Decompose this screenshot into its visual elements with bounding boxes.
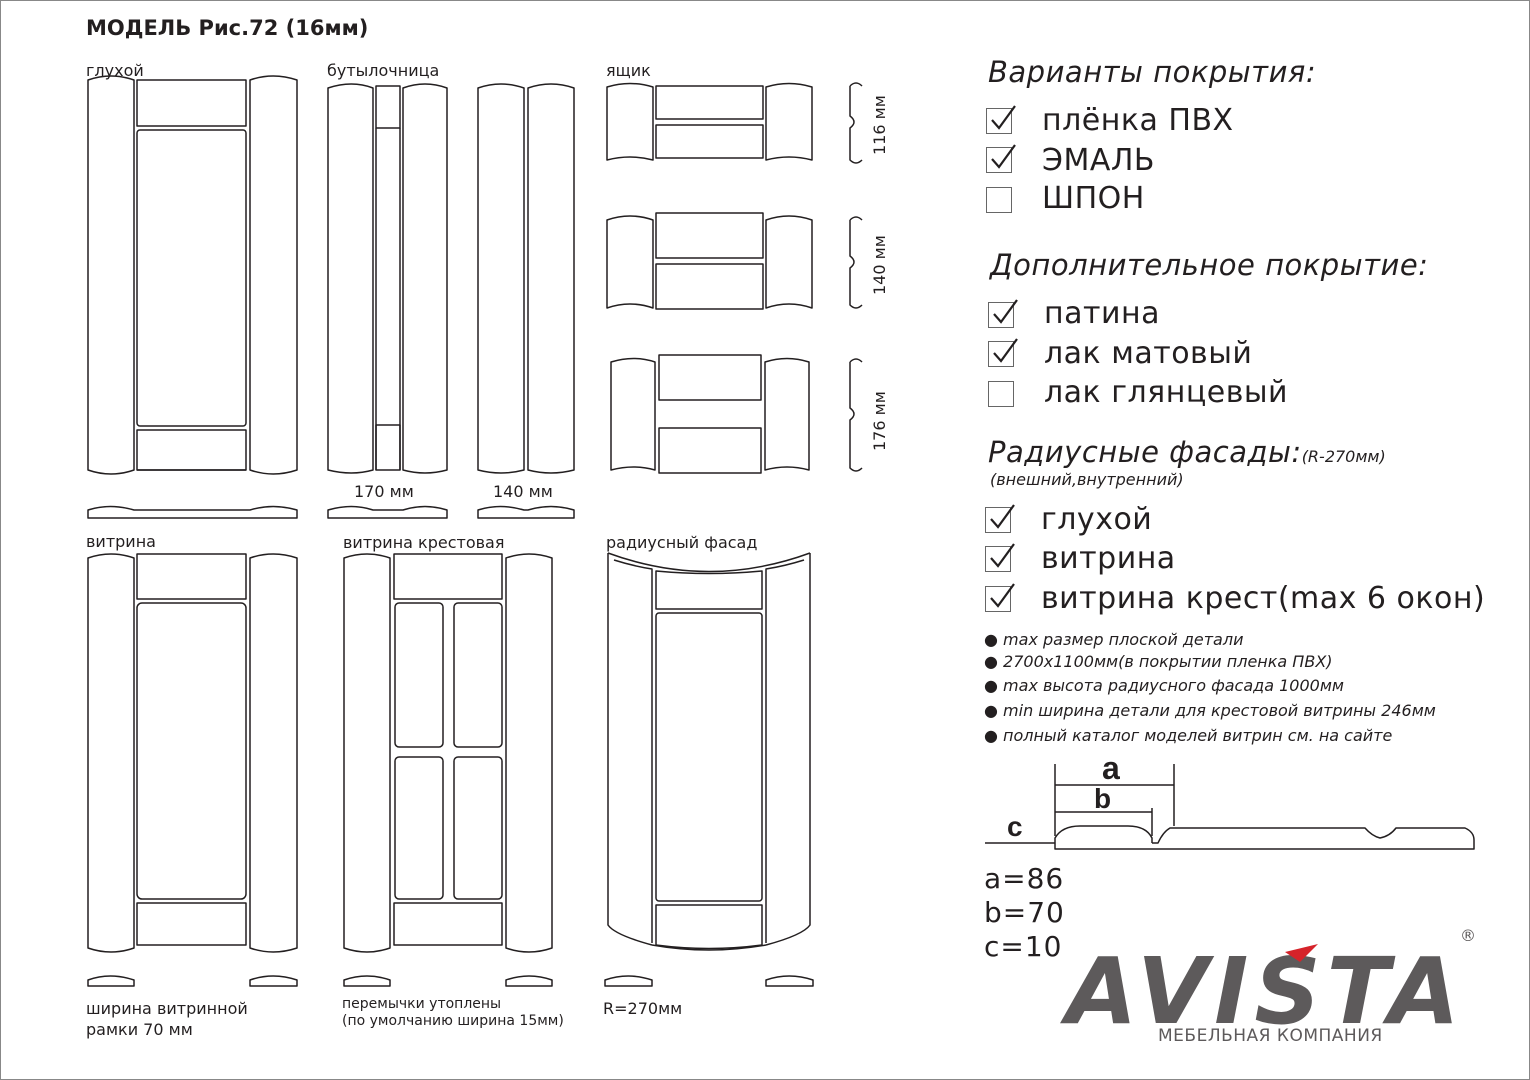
drawing-gluhoy bbox=[87, 75, 298, 519]
registered-mark: ® bbox=[1460, 926, 1476, 945]
note-radius: R=270мм bbox=[603, 999, 683, 1018]
drawing-vitrina-krest bbox=[343, 553, 553, 987]
dim-170: 170 мм bbox=[354, 482, 414, 501]
radius-heading-note: (R-270мм) bbox=[1301, 447, 1386, 466]
option-radius-krest: витрина крест(max 6 окон) bbox=[1041, 581, 1486, 616]
check-icon bbox=[990, 583, 1015, 608]
label-vitrina: витрина bbox=[86, 532, 156, 551]
check-icon bbox=[993, 299, 1018, 324]
checkbox-emal[interactable] bbox=[986, 144, 1016, 173]
option-shpon: ШПОН bbox=[1042, 181, 1145, 216]
checkbox-radius-krest[interactable] bbox=[985, 583, 1015, 612]
coating-heading: Варианты покрытия: bbox=[988, 55, 1317, 89]
check-icon bbox=[990, 543, 1015, 568]
profile-label-a: a bbox=[1102, 750, 1120, 786]
checkbox-radius-gluhoy[interactable] bbox=[985, 504, 1015, 533]
option-radius-vitrina: витрина bbox=[1041, 541, 1176, 576]
check-icon bbox=[993, 338, 1018, 363]
label-yashchik: ящик bbox=[606, 61, 651, 80]
drawing-140 bbox=[477, 83, 575, 519]
value-c: c=10 bbox=[984, 930, 1063, 963]
extra-heading: Дополнительное покрытие: bbox=[990, 248, 1429, 282]
label-vitrina-krest: витрина крестовая bbox=[343, 533, 505, 552]
value-b: b=70 bbox=[984, 896, 1065, 929]
note-krest-2: (по умолчанию ширина 15мм) bbox=[342, 1013, 564, 1029]
check-icon bbox=[991, 144, 1016, 169]
bullet-item: ● max размер плоской детали bbox=[984, 630, 1244, 649]
drawing-yashchik-140 bbox=[606, 212, 863, 310]
note-vitrina-2: рамки 70 мм bbox=[86, 1020, 193, 1039]
check-icon bbox=[991, 105, 1016, 130]
bullet-item: ● 2700x1100мм(в покрытии пленка ПВХ) bbox=[984, 652, 1333, 671]
label-radius: радиусный фасад bbox=[606, 533, 758, 552]
drawing-radius bbox=[604, 552, 814, 987]
page-title: МОДЕЛЬ Рис.72 (16мм) bbox=[86, 16, 369, 40]
label-gluhoy: глухой bbox=[86, 61, 144, 80]
profile-label-c: c bbox=[1007, 811, 1023, 842]
brand-logo: AVISTA bbox=[1066, 938, 1466, 1045]
drawing-yashchik-176 bbox=[610, 354, 863, 474]
dim-140-width: 140 мм bbox=[493, 482, 553, 501]
drawing-yashchik-116 bbox=[606, 82, 863, 164]
checkbox-shpon[interactable] bbox=[986, 187, 1012, 213]
brand-tagline: МЕБЕЛЬНАЯ КОМПАНИЯ bbox=[1158, 1026, 1383, 1046]
check-icon bbox=[990, 504, 1015, 529]
checkbox-lak-glyancevy[interactable] bbox=[988, 381, 1014, 407]
bullet-item: ● max высота радиусного фасада 1000мм bbox=[984, 676, 1344, 695]
label-butylochnica: бутылочница bbox=[327, 61, 440, 80]
checkbox-radius-vitrina[interactable] bbox=[985, 543, 1015, 572]
option-plenka: плёнка ПВХ bbox=[1042, 103, 1234, 138]
note-vitrina-1: ширина витринной bbox=[86, 999, 248, 1018]
option-lak-matovy: лак матовый bbox=[1044, 336, 1253, 371]
option-lak-glyancevy: лак глянцевый bbox=[1044, 375, 1289, 410]
bullet-item: ● полный каталог моделей витрин см. на с… bbox=[984, 726, 1393, 745]
profile-label-b: b bbox=[1094, 783, 1112, 814]
option-emal: ЭМАЛЬ bbox=[1042, 143, 1155, 178]
drawing-profile bbox=[985, 764, 1475, 850]
value-a: a=86 bbox=[984, 862, 1065, 895]
drawing-vitrina bbox=[87, 553, 298, 987]
checkbox-patina[interactable] bbox=[988, 299, 1018, 328]
radius-sub: (внешний,внутренний) bbox=[990, 470, 1184, 489]
bullet-item: ● min ширина детали для крестовой витрин… bbox=[984, 701, 1436, 720]
checkbox-plenka[interactable] bbox=[986, 105, 1016, 134]
note-krest-1: перемычки утоплены bbox=[342, 996, 502, 1012]
checkbox-lak-matovy[interactable] bbox=[988, 338, 1018, 367]
option-radius-gluhoy: глухой bbox=[1041, 502, 1153, 537]
radius-heading: Радиусные фасады: bbox=[988, 435, 1302, 469]
drawing-butylochnica bbox=[327, 83, 448, 519]
option-patina: патина bbox=[1044, 296, 1160, 331]
radius-heading-row: Радиусные фасады:(R-270мм) bbox=[988, 435, 1386, 469]
